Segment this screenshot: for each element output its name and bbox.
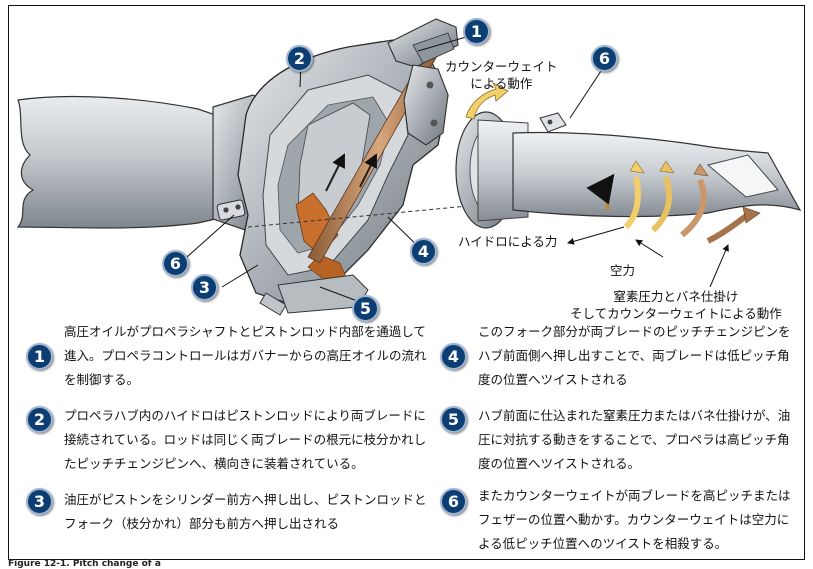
note-badge-2: 2: [26, 406, 53, 433]
badge-4: 4: [410, 238, 437, 265]
badge-2: 2: [286, 45, 313, 72]
propeller-illustration: [16, 18, 802, 316]
note-3: 油圧がピストンをシリンダー前方へ押し出し、ピストンロッドとフォーク（枝分かれ）部…: [64, 492, 427, 531]
twist-arrow-4: [680, 178, 707, 238]
figure-caption: Figure 12-1. Pitch change of a: [8, 559, 161, 569]
badge-1: 1: [463, 18, 490, 45]
note-badge-6: 6: [440, 488, 467, 515]
note-badge-5: 5: [440, 406, 467, 433]
counterweight-rotation-arrow: [465, 82, 509, 120]
badge-6-top: 6: [591, 45, 618, 72]
twist-arrow-1: [586, 173, 615, 211]
twist-arrow-2: [623, 176, 641, 230]
note-badge-1: 1: [26, 343, 53, 370]
badge-5: 5: [352, 295, 379, 322]
right-blade: [512, 131, 802, 218]
note-5: ハブ前面に仕込まれた窒素圧力またはバネ仕掛けが、油圧に対抗する動きをすることで、…: [478, 408, 791, 471]
note-badge-4: 4: [440, 343, 467, 370]
label-nitrogen-spring: 窒素圧力とバネ仕掛け そしてカウンターウェイトによる動作: [570, 289, 782, 321]
badge-3: 3: [191, 274, 218, 301]
left-blade: [16, 95, 234, 229]
label-counterweight-action: カウンターウェイト による動作: [445, 59, 558, 91]
note-1: 高圧オイルがプロペラシャフトとピストンロッド内部を通過して進入。プロペラコントロ…: [64, 324, 427, 387]
note-6: またカウンターウェイトが両ブレードを高ピッチまたはフェザーの位置へ動かす。カウン…: [478, 488, 791, 551]
hub-flange: [403, 64, 449, 146]
counterweight: [539, 112, 567, 133]
label-hydro-force: ハイドロによる力: [458, 234, 558, 249]
twist-arrow-5: [706, 213, 751, 244]
twist-arrow-3: [650, 176, 673, 233]
note-2: プロペラハブ内のハイドロはピストンロッドにより両ブレードに接続されている。ロッド…: [64, 408, 427, 471]
label-aerodynamic-force: 空力: [610, 263, 636, 278]
note-badge-3: 3: [26, 488, 53, 515]
badge-6-left: 6: [162, 250, 189, 277]
note-4: このフォーク部分が両ブレードのピッチチェンジピンをハブ前面側へ押し出すことで、両…: [478, 324, 791, 387]
